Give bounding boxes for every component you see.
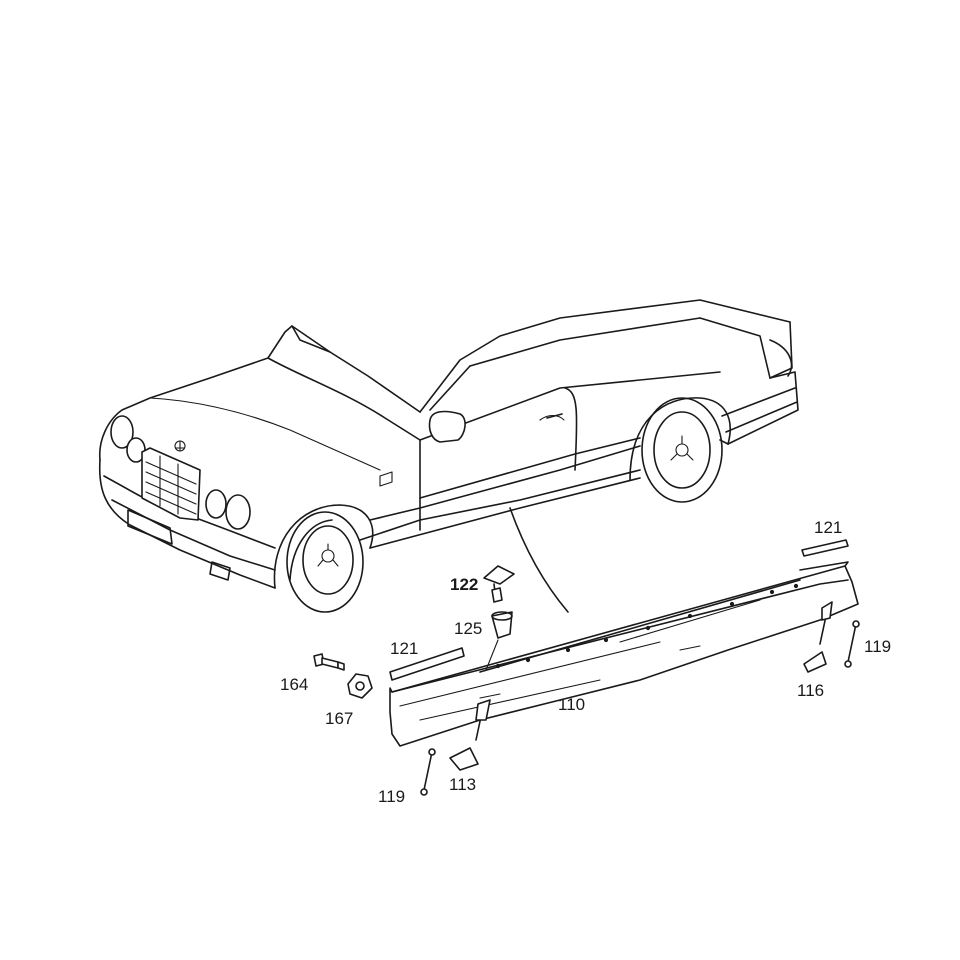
- grommet-167-part: [347, 673, 373, 699]
- assembly-arrow: [509, 507, 569, 613]
- callout-167: 167: [325, 709, 353, 728]
- callout-122: 122: [450, 575, 478, 594]
- bolt-164-part: [313, 653, 345, 671]
- bracket-113-part: [449, 699, 491, 771]
- clip-holes: [495, 583, 799, 669]
- callout-110: 110: [558, 695, 585, 714]
- callout-121-left: 121: [390, 639, 418, 658]
- callout-164: 164: [280, 675, 308, 694]
- strap-119-right-part: [844, 620, 860, 668]
- clip-122-part: [483, 565, 515, 603]
- callout-113: 113: [449, 775, 476, 794]
- side-skirt-part: [389, 561, 859, 747]
- trim-strip-121-right: [801, 539, 849, 557]
- callout-125: 125: [454, 619, 482, 638]
- callout-119-right: 119: [864, 637, 891, 656]
- car-illustration: [98, 299, 799, 613]
- trim-strip-121-left: [389, 647, 465, 681]
- strap-119-left-part: [420, 748, 436, 796]
- callout-116: 116: [797, 681, 824, 700]
- callout-121-right: 121: [814, 518, 842, 537]
- bracket-116-part: [803, 601, 833, 673]
- leader-125: [485, 639, 499, 671]
- nut-125-part: [491, 611, 513, 639]
- callout-119-left: 119: [378, 787, 405, 806]
